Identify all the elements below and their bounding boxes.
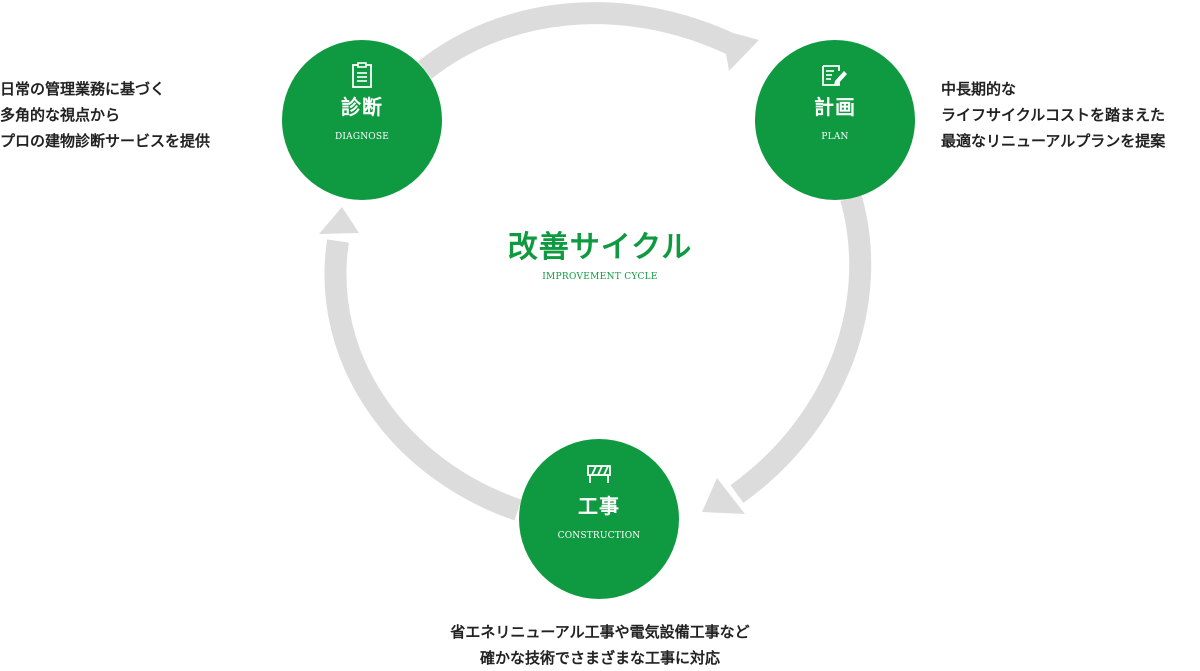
node-subtitle: CONSTRUCTION [557, 531, 641, 541]
node-diagnose: 診断 DIAGNOSE [282, 40, 442, 200]
description-line: 省エネリニューアル工事や電気設備工事など [450, 623, 750, 641]
cycle-subtitle: IMPROVEMENT CYCLE [542, 272, 658, 282]
description-line: 日常の管理業務に基づく [0, 80, 166, 98]
arrow-plan-to-construction [730, 194, 872, 503]
description-line: 多角的な視点から [0, 106, 121, 124]
node-subtitle: DIAGNOSE [334, 132, 390, 142]
arrow-construction-to-diagnose [324, 239, 522, 521]
arrowhead-plan [722, 30, 759, 71]
description-line: ライフサイクルコストを踏まえた [941, 106, 1165, 124]
description-line: 中長期的な [941, 80, 1017, 98]
node-subtitle: PLAN [821, 132, 849, 142]
arrow-diagnose-to-plan [418, 2, 742, 79]
node-title: 診断 [341, 95, 383, 119]
arrowhead-construction [702, 478, 745, 514]
barrier-icon [585, 461, 613, 487]
node-title: 計画 [814, 95, 856, 119]
clipboard-icon [348, 62, 376, 88]
arrowhead-diagnose [319, 207, 359, 234]
diagnose-description: 日常の管理業務に基づく 多角的な視点から プロの建物診断サービスを提供 [0, 76, 210, 154]
description-line: 確かな技術でさまざまな工事に対応 [479, 649, 720, 667]
node-construction: 工事 CONSTRUCTION [519, 439, 679, 599]
cycle-title: 改善サイクル [507, 230, 693, 265]
construction-description: 省エネリニューアル工事や電気設備工事など 確かな技術でさまざまな工事に対応 [420, 619, 780, 671]
description-line: プロの建物診断サービスを提供 [0, 132, 211, 150]
description-line: 最適なリニューアルプランを提案 [941, 132, 1166, 150]
plan-description: 中長期的な ライフサイクルコストを踏まえた 最適なリニューアルプランを提案 [941, 76, 1165, 154]
document-pencil-icon [821, 62, 849, 88]
node-plan: 計画 PLAN [755, 40, 915, 200]
node-title: 工事 [578, 494, 620, 518]
